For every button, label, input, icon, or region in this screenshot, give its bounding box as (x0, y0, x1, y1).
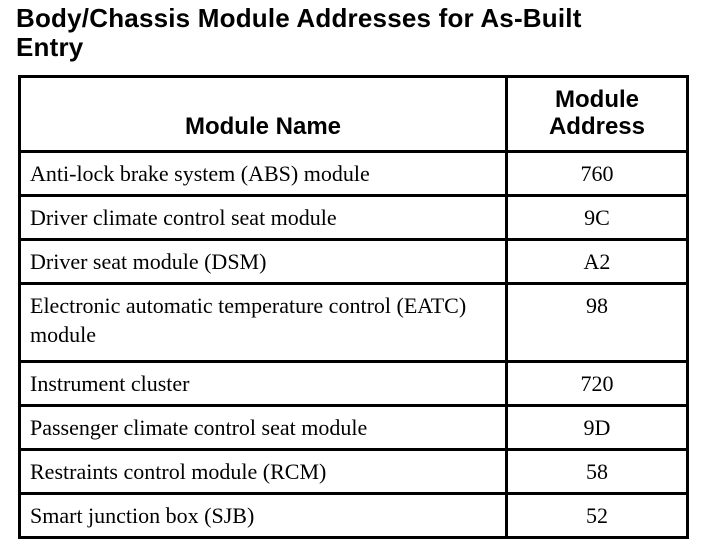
page-title: Body/Chassis Module Addresses for As-Bui… (16, 3, 582, 62)
column-header-module-name: Module Name (18, 75, 508, 153)
module-address-cell: 9C (505, 194, 689, 241)
module-name-cell: Electronic automatic temperature control… (18, 282, 508, 363)
module-name-cell: Instrument cluster (18, 360, 508, 407)
module-name-cell: Restraints control module (RCM) (18, 448, 508, 495)
module-name-cell: Smart junction box (SJB) (18, 492, 508, 539)
table-row-smart-junction-box: Smart junction box (SJB) 52 (18, 492, 689, 539)
module-address-cell: 58 (505, 448, 689, 495)
table-row-eatc-module: Electronic automatic temperature control… (18, 282, 689, 363)
module-name-cell: Anti-lock brake system (ABS) module (18, 150, 508, 197)
module-name-cell: Driver seat module (DSM) (18, 238, 508, 285)
table-row-instrument-cluster: Instrument cluster 720 (18, 360, 689, 407)
column-header-module-name-label: Module Name (184, 113, 342, 140)
module-address-cell: 720 (505, 360, 689, 407)
module-name-cell: Passenger climate control seat module (18, 404, 508, 451)
table-row-driver-seat-module: Driver seat module (DSM) A2 (18, 238, 689, 285)
module-address-table: Module Name Module Address Anti-lock bra… (18, 75, 689, 539)
module-address-cell: 98 (505, 282, 689, 363)
module-address-cell: A2 (505, 238, 689, 285)
table-row-passenger-climate-seat: Passenger climate control seat module 9D (18, 404, 689, 451)
table-header-row: Module Name Module Address (18, 75, 689, 153)
module-address-cell: 9D (505, 404, 689, 451)
column-header-module-address-label: Module Address (548, 86, 646, 140)
table-row-driver-climate-seat: Driver climate control seat module 9C (18, 194, 689, 241)
module-address-cell: 760 (505, 150, 689, 197)
table-row-abs-module: Anti-lock brake system (ABS) module 760 (18, 150, 689, 197)
module-name-cell: Driver climate control seat module (18, 194, 508, 241)
table-row-restraints-control-module: Restraints control module (RCM) 58 (18, 448, 689, 495)
module-address-cell: 52 (505, 492, 689, 539)
column-header-module-address: Module Address (505, 75, 689, 153)
